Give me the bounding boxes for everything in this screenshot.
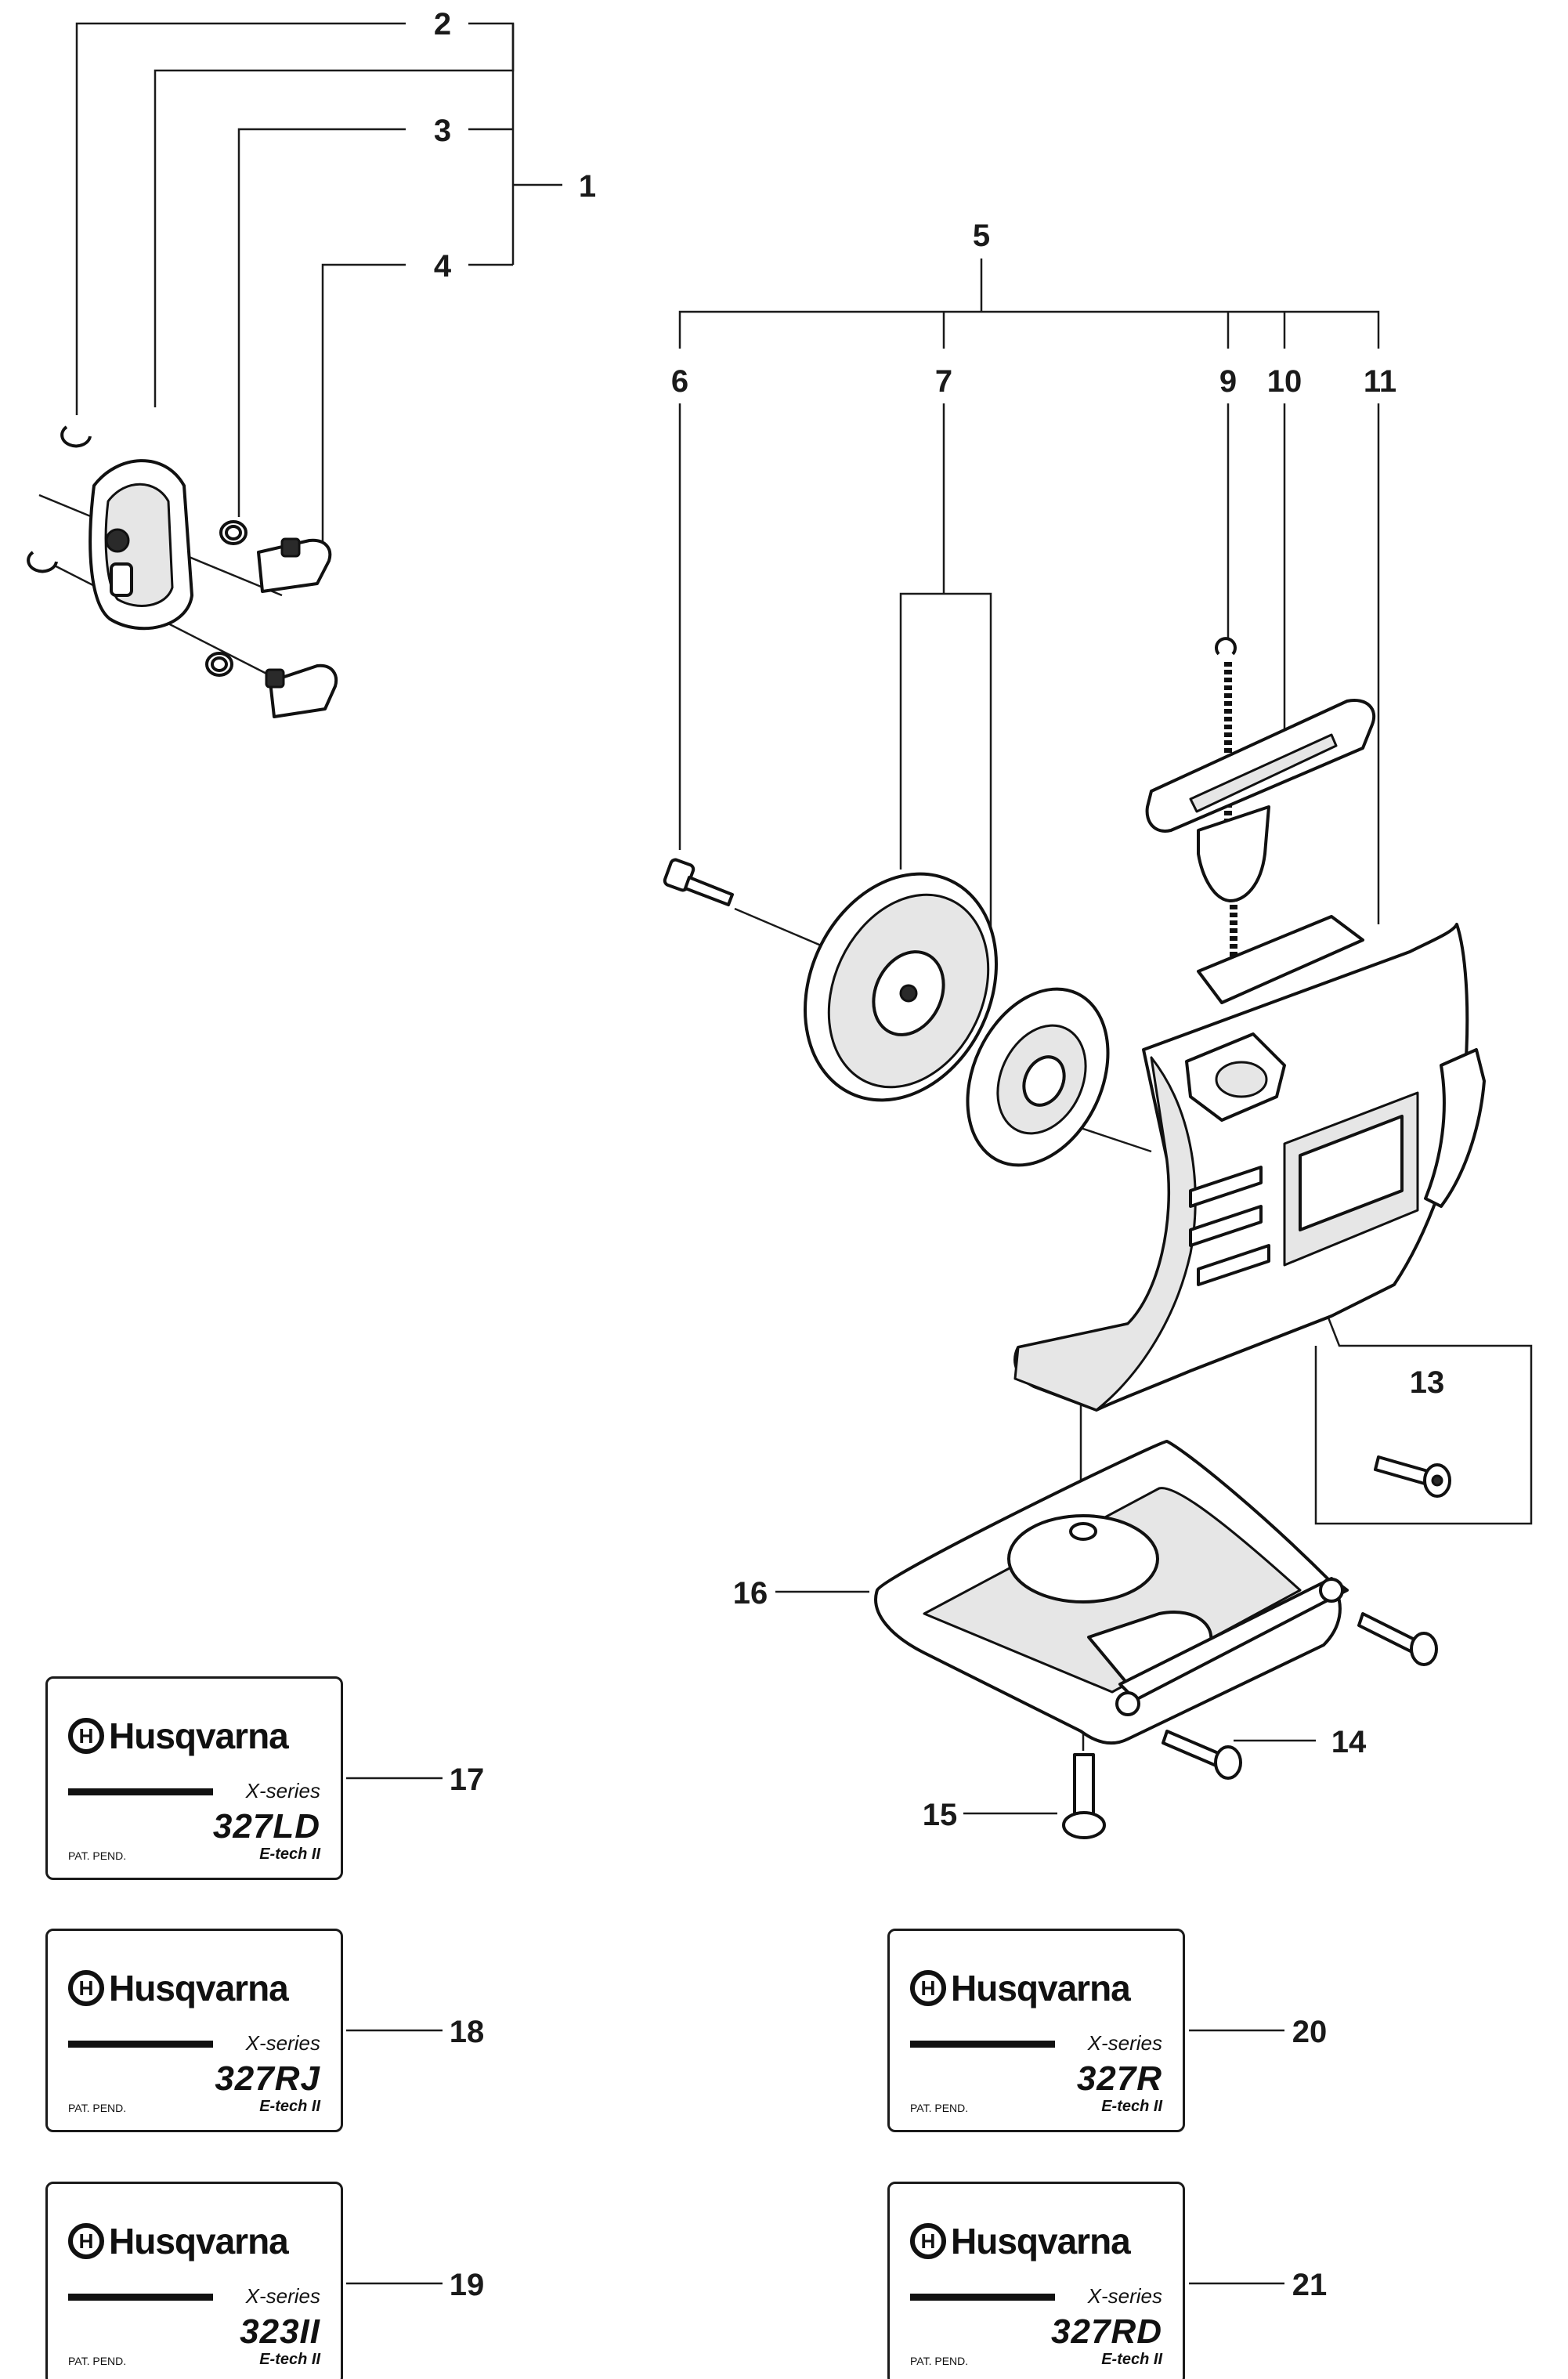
husqvarna-crown-icon: H [68,1970,104,2006]
callout-7: 7 [935,364,952,399]
patent-text: PAT. PEND. [68,1849,127,1862]
decal-323ii: H Husqvarna X-series 323II PAT. PEND. E-… [45,2182,343,2379]
series-text: X-series [245,2031,320,2055]
etech-text: E-tech II [1101,2098,1162,2115]
callout-14: 14 [1331,1725,1367,1759]
screw-6 [663,858,734,906]
callout-18: 18 [450,2015,485,2049]
callout-1: 1 [579,169,596,204]
screw-13 [1374,1455,1451,1498]
patent-text: PAT. PEND. [68,2102,127,2114]
callout-13: 13 [1410,1365,1445,1400]
model-name: 327LD [212,1807,320,1846]
husqvarna-logo: H Husqvarna [68,1715,289,1757]
callout-numbers: 2 3 4 1 5 6 7 9 10 11 13 14 15 16 17 18 … [434,7,1444,2302]
husqvarna-logo: H Husqvarna [68,2220,289,2262]
callout-6: 6 [671,364,688,399]
husqvarna-crown-icon: H [68,1718,104,1754]
callout-15: 15 [923,1798,958,1832]
starter-housing [1013,915,1486,1412]
screw-15 [1062,1753,1106,1839]
series-text: X-series [1087,2031,1162,2055]
husqvarna-crown-icon: H [910,2223,946,2259]
patent-text: PAT. PEND. [68,2355,127,2367]
model-name: 327RJ [215,2059,320,2098]
model-name: 327R [1076,2059,1162,2098]
callout-2: 2 [434,7,451,42]
model-name: 323II [240,2312,320,2351]
screw-14 [1162,1612,1438,1780]
callout-11: 11 [1364,364,1396,399]
patent-text: PAT. PEND. [910,2355,969,2367]
series-text: X-series [245,2284,320,2308]
etech-text: E-tech II [1101,2351,1162,2368]
leader-lines-starter-pawl [75,22,562,548]
pawl-housing-assembly [27,425,338,718]
series-text: X-series [1087,2284,1162,2308]
callout-20: 20 [1292,2015,1328,2049]
model-name: 327RD [1051,2312,1162,2351]
callout-21: 21 [1292,2268,1328,2302]
decal-327r: H Husqvarna X-series 327R PAT. PEND. E-t… [887,1929,1185,2132]
decal-327rj: H Husqvarna X-series 327RJ PAT. PEND. E-… [45,1929,343,2132]
callout-4: 4 [434,249,452,284]
etech-text: E-tech II [259,2098,320,2115]
husqvarna-logo: H Husqvarna [910,1967,1131,2009]
callout-3: 3 [434,114,451,148]
husqvarna-logo: H Husqvarna [68,1967,289,2009]
callout-17: 17 [450,1763,485,1797]
callout-9: 9 [1219,364,1237,399]
starter-handle [1145,637,1376,971]
callout-19: 19 [450,2268,485,2302]
callout-10: 10 [1267,364,1302,399]
callout-5: 5 [973,219,990,253]
etech-text: E-tech II [259,2351,320,2368]
leader-lines-starter [678,259,1533,1815]
leader-lines-decals [346,1777,1284,2285]
rope-pulley [804,872,1110,1167]
decal-327ld: H Husqvarna X-series 327LD PAT. PEND. E-… [45,1676,343,1880]
plate-16 [874,1440,1349,1745]
husqvarna-crown-icon: H [68,2223,104,2259]
patent-text: PAT. PEND. [910,2102,969,2114]
husqvarna-crown-icon: H [910,1970,946,2006]
husqvarna-logo: H Husqvarna [910,2220,1131,2262]
decal-327rd: H Husqvarna X-series 327RD PAT. PEND. E-… [887,2182,1185,2379]
callout-16: 16 [733,1576,768,1611]
etech-text: E-tech II [259,1846,320,1863]
series-text: X-series [245,1779,320,1802]
